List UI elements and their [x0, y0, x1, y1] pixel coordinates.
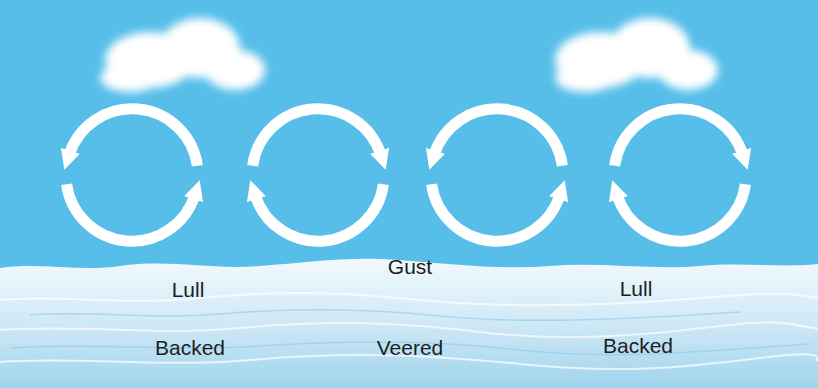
circulation-arrows	[67, 109, 746, 241]
circular-arrow	[67, 184, 195, 241]
cloud	[100, 18, 265, 92]
cloud	[555, 18, 718, 92]
wind-label: Veered	[377, 336, 444, 360]
circular-arrow	[253, 109, 381, 166]
wind-label: Backed	[155, 336, 225, 360]
circular-arrow	[434, 109, 562, 166]
sea	[0, 259, 818, 388]
wind-label: Lull	[172, 278, 205, 302]
wind-label: Backed	[603, 334, 673, 358]
wind-label: Lull	[620, 277, 653, 301]
circular-arrow	[69, 109, 197, 166]
wave-lines	[0, 293, 818, 369]
circular-arrow	[615, 109, 743, 166]
circular-arrow	[617, 184, 745, 241]
circular-arrow	[432, 184, 560, 241]
wind-label: Gust	[388, 255, 432, 279]
circular-arrow	[255, 184, 383, 241]
